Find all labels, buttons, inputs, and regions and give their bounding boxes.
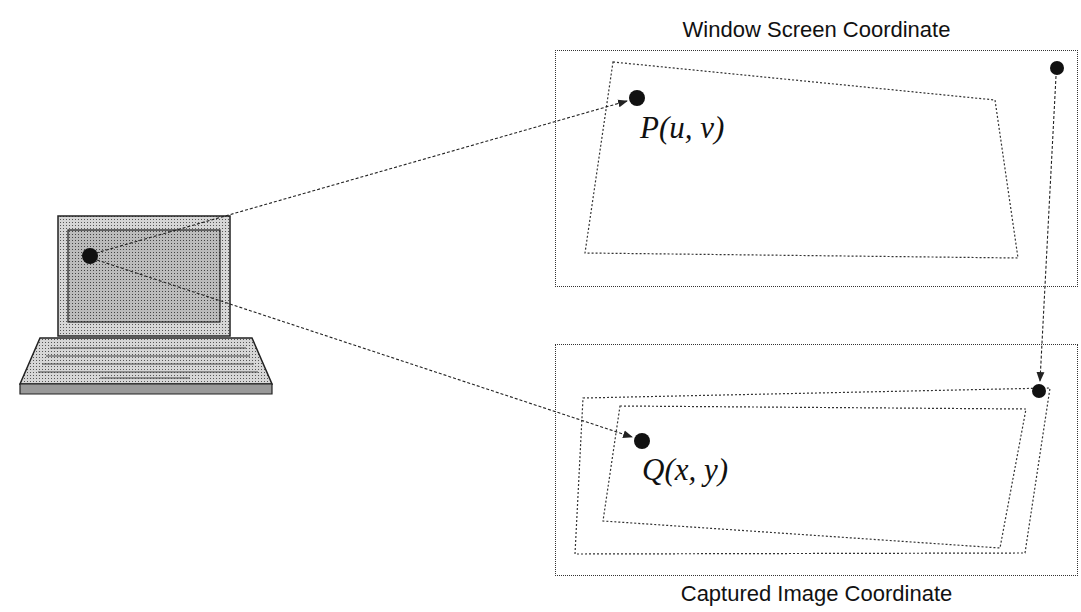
screen-region	[585, 62, 1018, 258]
corner-dot	[1032, 384, 1046, 398]
point-label: Q(x, y)	[642, 454, 728, 485]
frame-title: Captured Image Coordinate	[556, 581, 1077, 607]
point-dot	[634, 433, 650, 449]
laptop-icon	[20, 216, 272, 394]
point-label: P(u, v)	[640, 112, 724, 143]
mapping-arrow	[1040, 76, 1056, 381]
image-region	[575, 388, 1050, 554]
frame-title: Window Screen Coordinate	[556, 17, 1077, 43]
coordinate-frame: Captured Image Coordinate	[555, 344, 1078, 576]
mapping-arrow	[97, 260, 632, 437]
mapping-arrow	[96, 101, 627, 253]
coordinate-frame: Window Screen Coordinate	[555, 50, 1078, 287]
point-dot	[629, 90, 645, 106]
screen-region	[603, 406, 1026, 548]
corner-dot	[1050, 61, 1064, 75]
